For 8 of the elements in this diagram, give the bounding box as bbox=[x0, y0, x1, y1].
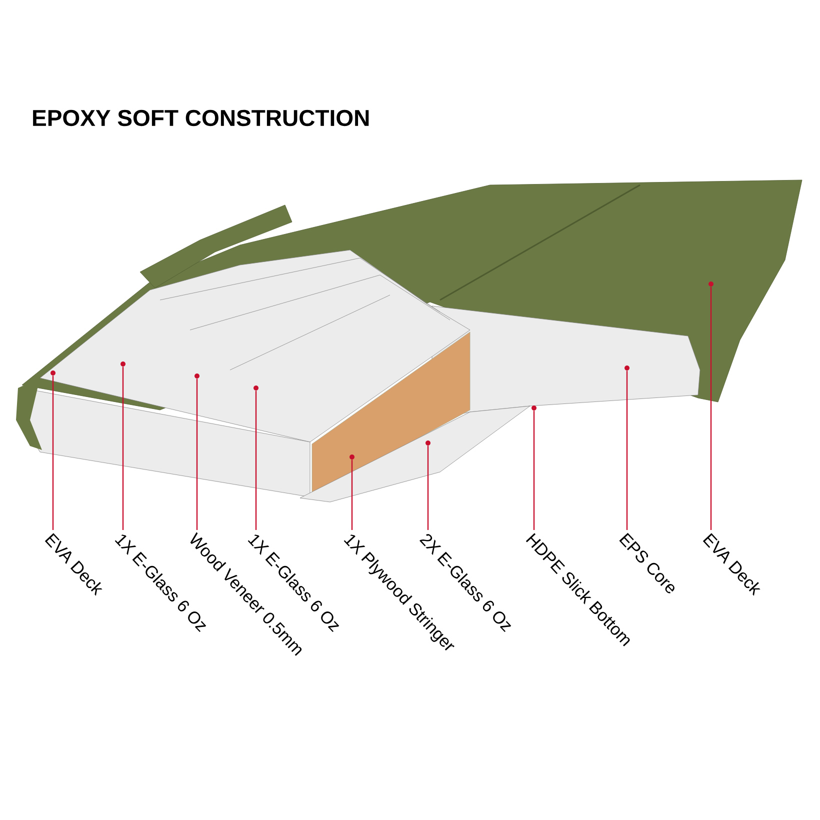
title: EPOXY SOFT CONSTRUCTION bbox=[33, 110, 369, 126]
leader-line bbox=[710, 286, 712, 530]
leader-line bbox=[427, 446, 429, 530]
leader-line bbox=[626, 370, 628, 530]
leader-line bbox=[255, 390, 257, 530]
leader-line bbox=[122, 366, 124, 530]
leader-line bbox=[533, 410, 535, 530]
leader-line bbox=[196, 378, 198, 530]
